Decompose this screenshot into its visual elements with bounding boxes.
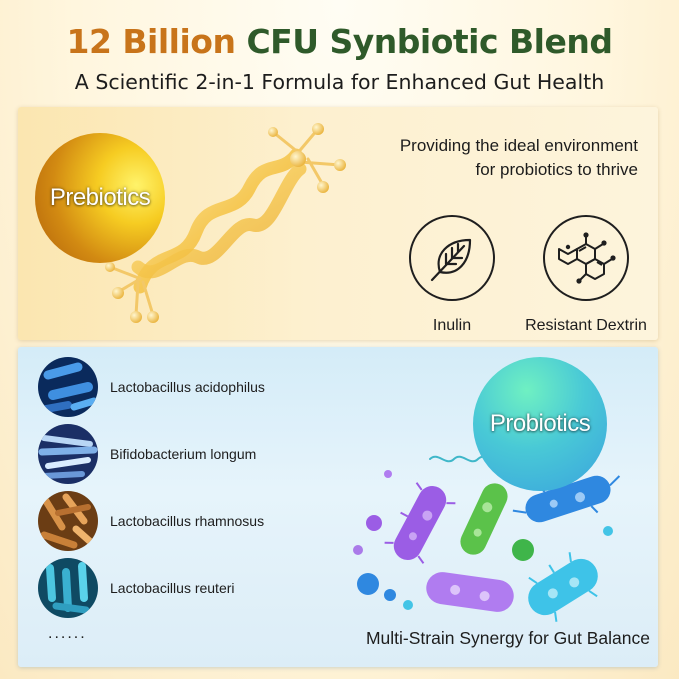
probiotics-panel: Lactobacillus acidophilus Bifidobacteriu…	[18, 347, 658, 667]
bifidobacterium-longum-image	[38, 424, 98, 484]
probiotics-footer: Multi-Strain Synergy for Gut Balance	[365, 628, 650, 648]
strain-name: Lactobacillus rhamnosus	[110, 513, 265, 529]
prebiotics-description: Providing the ideal environment for prob…	[348, 134, 638, 182]
subheadline: A Scientific 2-in-1 Formula for Enhanced…	[74, 70, 605, 94]
headline-accent: 12 Billion	[66, 22, 236, 61]
strain-name: Lactobacillus reuteri	[110, 580, 235, 596]
strain-name: Lactobacillus acidophilus	[110, 379, 265, 395]
prebiotics-panel: Prebiotics Providing the ideal environme…	[18, 107, 658, 340]
resistant-dextrin-label: Resistant Dextrin	[525, 317, 647, 334]
more-strains-ellipsis: ......	[48, 625, 87, 642]
molecule-icon	[558, 232, 616, 284]
strain-item: Lactobacillus reuteri	[38, 558, 338, 620]
probiotics-badge: Probiotics	[473, 357, 607, 491]
inulin-icon-circle	[409, 215, 495, 301]
prebiotics-description-line2: for probiotics to thrive	[475, 160, 638, 179]
inulin-label: Inulin	[432, 317, 472, 334]
probiotic-bacteria-illustration	[353, 455, 621, 622]
strain-item: Bifidobacterium longum	[38, 424, 338, 486]
lactobacillus-rhamnosus-image	[38, 491, 98, 551]
prebiotics-description-line1: Providing the ideal environment	[399, 136, 638, 155]
strain-item: Lactobacillus acidophilus	[38, 357, 338, 419]
prebiotics-badge: Prebiotics	[35, 133, 165, 263]
headline-main: CFU Synbiotic Blend	[246, 22, 613, 61]
lactobacillus-acidophilus-image	[38, 357, 98, 417]
lactobacillus-reuteri-image	[38, 558, 98, 618]
headline: 12 Billion CFU Synbiotic Blend	[0, 22, 679, 61]
resistant-dextrin-icon-circle	[543, 215, 629, 301]
leaf-icon	[430, 238, 472, 282]
strain-item: Lactobacillus rhamnosus	[38, 491, 338, 553]
prebiotic-fiber-illustration	[105, 123, 346, 323]
strain-name: Bifidobacterium longum	[110, 446, 257, 462]
